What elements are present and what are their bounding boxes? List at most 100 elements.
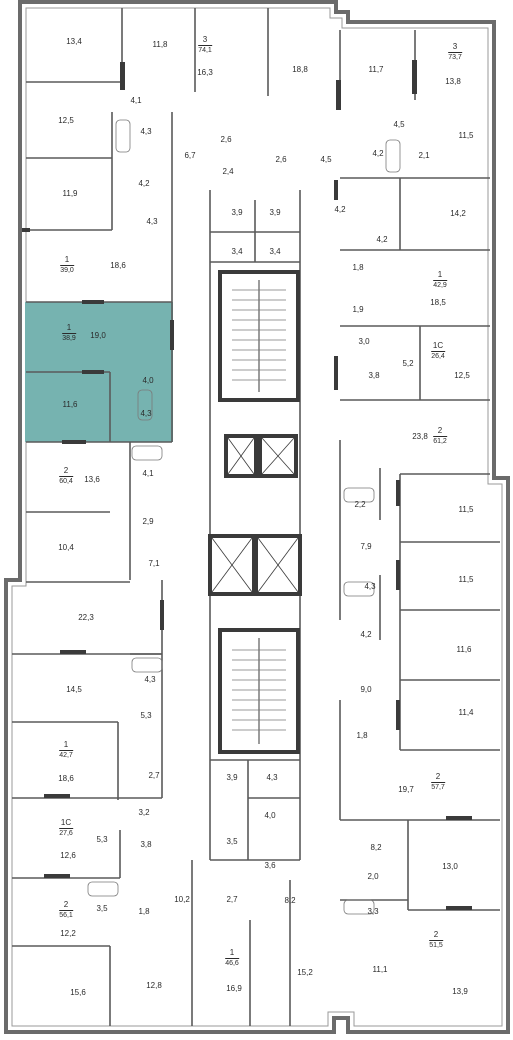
room-area-label: 4,5	[320, 155, 332, 164]
room-area-label: 4,5	[393, 120, 405, 129]
room-area-label: 19,7	[398, 785, 414, 794]
room-area-label: 4,3	[146, 217, 158, 226]
room-area-label: 22,3	[78, 613, 94, 622]
room-area-label: 3,6	[264, 861, 276, 870]
apartment-area: 57,7	[431, 782, 445, 791]
room-area-label: 13,6	[84, 475, 100, 484]
bathtub-icon	[87, 119, 401, 915]
room-area-label: 13,9	[452, 987, 468, 996]
room-area-label: 2,0	[367, 872, 379, 881]
room-area-label: 1,8	[138, 907, 150, 916]
room-area-label: 3,9	[231, 208, 243, 217]
apartment-area: 42,9	[433, 280, 447, 289]
room-area-label: 4,2	[372, 149, 384, 158]
room-area-label: 10,4	[58, 543, 74, 552]
apartment-rooms: 2	[437, 426, 443, 435]
room-area-label: 3,0	[358, 337, 370, 346]
room-area-label: 11,5	[458, 575, 474, 584]
room-area-label: 4,3	[144, 675, 156, 684]
room-area-label: 15,6	[70, 988, 86, 997]
room-area-label: 2,7	[148, 771, 160, 780]
room-area-label: 16,3	[197, 68, 213, 77]
elevator-block-1	[224, 434, 298, 478]
room-area-label: 6,7	[184, 151, 196, 160]
apartment-rooms: 2	[63, 466, 69, 475]
room-area-label: 4,2	[376, 235, 388, 244]
room-area-label: 3,9	[269, 208, 281, 217]
room-area-label: 11,5	[458, 131, 474, 140]
room-area-label: 5,3	[96, 835, 108, 844]
elevator-block-2	[208, 534, 302, 596]
apartment-rooms: 1	[437, 270, 443, 279]
room-area-label: 5,2	[402, 359, 414, 368]
room-area-label: 18,6	[110, 261, 126, 270]
room-area-label: 3,3	[367, 907, 379, 916]
room-area-label: 2,7	[226, 895, 238, 904]
room-area-label: 4,0	[264, 811, 276, 820]
room-area-label: 4,3	[140, 127, 152, 136]
room-area-label: 4,3	[140, 409, 152, 418]
room-area-label: 4,3	[364, 582, 376, 591]
room-area-label: 15,2	[297, 968, 313, 977]
apartment-rooms: 1	[63, 740, 69, 749]
upper-stair	[218, 270, 300, 402]
room-area-label: 18,8	[292, 65, 308, 74]
apartment-area: 27,6	[59, 828, 73, 837]
room-area-label: 3,5	[96, 904, 108, 913]
apartment-area: 74,1	[198, 45, 212, 54]
room-area-label: 11,1	[372, 965, 388, 974]
apartment-area: 51,5	[429, 940, 443, 949]
interior-walls	[12, 8, 500, 1026]
exterior-walls	[4, 0, 510, 1034]
apartment-area: 73,7	[448, 52, 462, 61]
apartment-rooms: 1С	[60, 818, 72, 827]
apartment-area: 26,4	[431, 351, 445, 360]
structural-columns	[22, 60, 472, 910]
room-area-label: 11,8	[152, 40, 168, 49]
room-area-label: 9,0	[360, 685, 372, 694]
apartment-rooms: 1	[64, 255, 70, 264]
room-area-label: 2,1	[418, 151, 430, 160]
room-area-label: 4,2	[360, 630, 372, 639]
room-area-label: 1,8	[356, 731, 368, 740]
room-area-label: 18,5	[430, 298, 446, 307]
room-area-label: 3,4	[269, 247, 281, 256]
room-area-label: 3,2	[138, 808, 150, 817]
apartment-rooms: 2	[433, 930, 439, 939]
room-area-label: 13,0	[442, 862, 458, 871]
room-area-label: 3,5	[226, 837, 238, 846]
room-area-label: 19,0	[90, 331, 106, 340]
room-area-label: 7,9	[360, 542, 372, 551]
room-area-label: 11,4	[458, 708, 474, 717]
room-area-label: 16,9	[226, 984, 242, 993]
room-area-label: 3,9	[226, 773, 238, 782]
room-area-label: 14,2	[450, 209, 466, 218]
apartment-rooms: 2	[63, 900, 69, 909]
room-area-label: 12,6	[60, 851, 76, 860]
apartment-rooms: 1	[66, 323, 72, 332]
apartment-area: 42,7	[59, 750, 73, 759]
room-area-label: 2,4	[222, 167, 234, 176]
room-area-label: 4,0	[142, 376, 154, 385]
room-area-label: 11,5	[458, 505, 474, 514]
apartment-area: 61,2	[433, 436, 447, 445]
room-area-label: 4,1	[142, 469, 154, 478]
apartment-area: 38,9	[62, 333, 76, 342]
apartment-area: 46,6	[225, 958, 239, 967]
room-area-label: 12,5	[58, 116, 74, 125]
